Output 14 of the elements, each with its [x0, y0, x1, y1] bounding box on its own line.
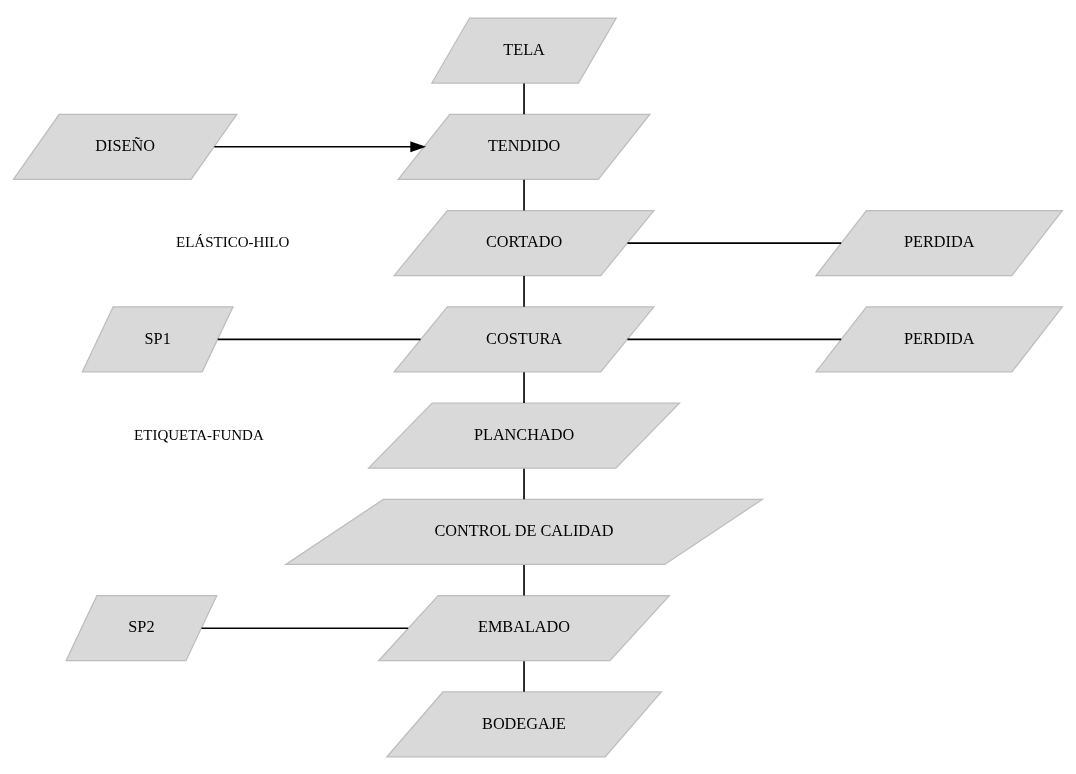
- arrow: [213, 140, 427, 152]
- connector: [216, 338, 422, 340]
- connector: [626, 338, 842, 340]
- connector: [523, 178, 525, 211]
- label: ELÁSTICO-HILO: [176, 233, 290, 250]
- connector: [523, 467, 525, 500]
- connector: [523, 659, 525, 693]
- connector: [523, 274, 525, 308]
- connector: [523, 371, 525, 404]
- connector: [523, 82, 525, 115]
- connector: [523, 563, 525, 596]
- connector: [200, 626, 409, 629]
- label: ETIQUETA-FUNDA: [134, 426, 264, 443]
- connector: [626, 241, 842, 244]
